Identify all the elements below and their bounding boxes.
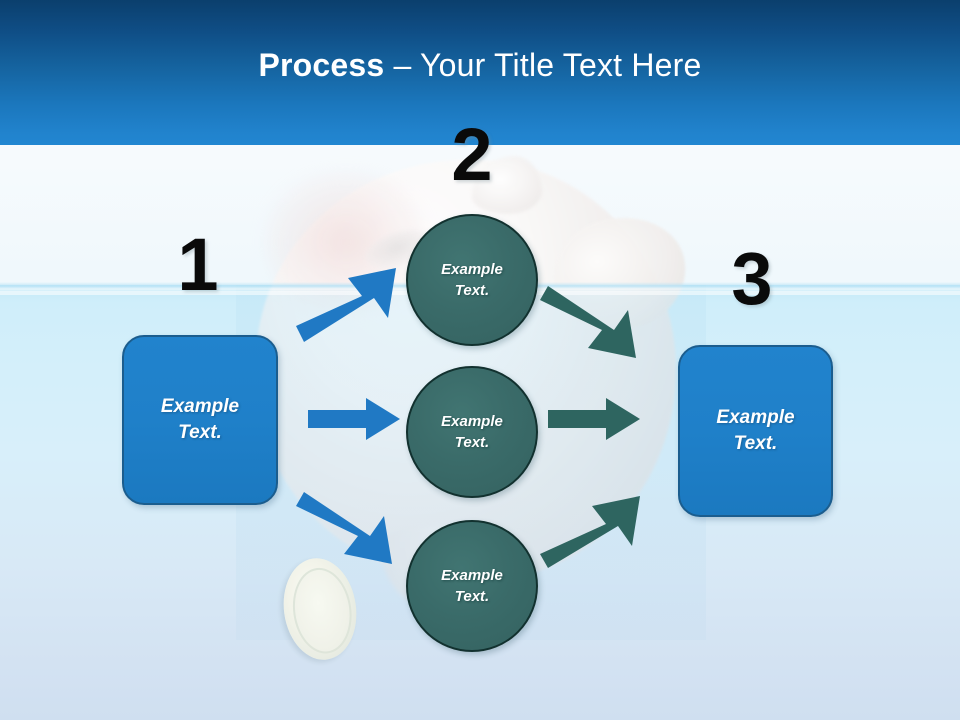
arrow-left-to-bottom-icon [296,492,392,564]
step-number-1: 1 [177,223,219,306]
arrow-left-to-middle-icon [308,398,400,440]
arrow-middle-to-right-icon [548,398,640,440]
arrow-top-to-right-icon [540,286,636,358]
stage-circle-top-label: Example Text. [441,261,503,299]
arrow-left-to-top-icon [296,268,396,342]
step-number-3: 3 [731,237,773,320]
input-box[interactable]: Example Text. [122,335,278,505]
stage-circle-top[interactable]: Example Text. [406,214,538,346]
page-title-bold: Process [258,47,385,83]
output-box[interactable]: Example Text. [678,345,833,517]
stage-circle-middle[interactable]: Example Text. [406,366,538,498]
page-title-separator: – [384,47,421,83]
output-box-label: Example Text. [716,407,795,454]
coin-inner-ring [287,564,357,658]
arrow-bottom-to-right-icon [540,496,640,568]
page-title-regular: Your Title Text Here [420,47,702,83]
step-number-2: 2 [451,113,493,196]
input-box-label: Example Text. [160,396,240,443]
stage-circle-bottom[interactable]: Example Text. [406,520,538,652]
stage-circle-middle-label: Example Text. [441,413,503,451]
page-title: Process – Your Title Text Here [0,46,960,84]
stage-circle-bottom-label: Example Text. [441,567,503,605]
header-band: Process – Your Title Text Here [0,0,960,145]
